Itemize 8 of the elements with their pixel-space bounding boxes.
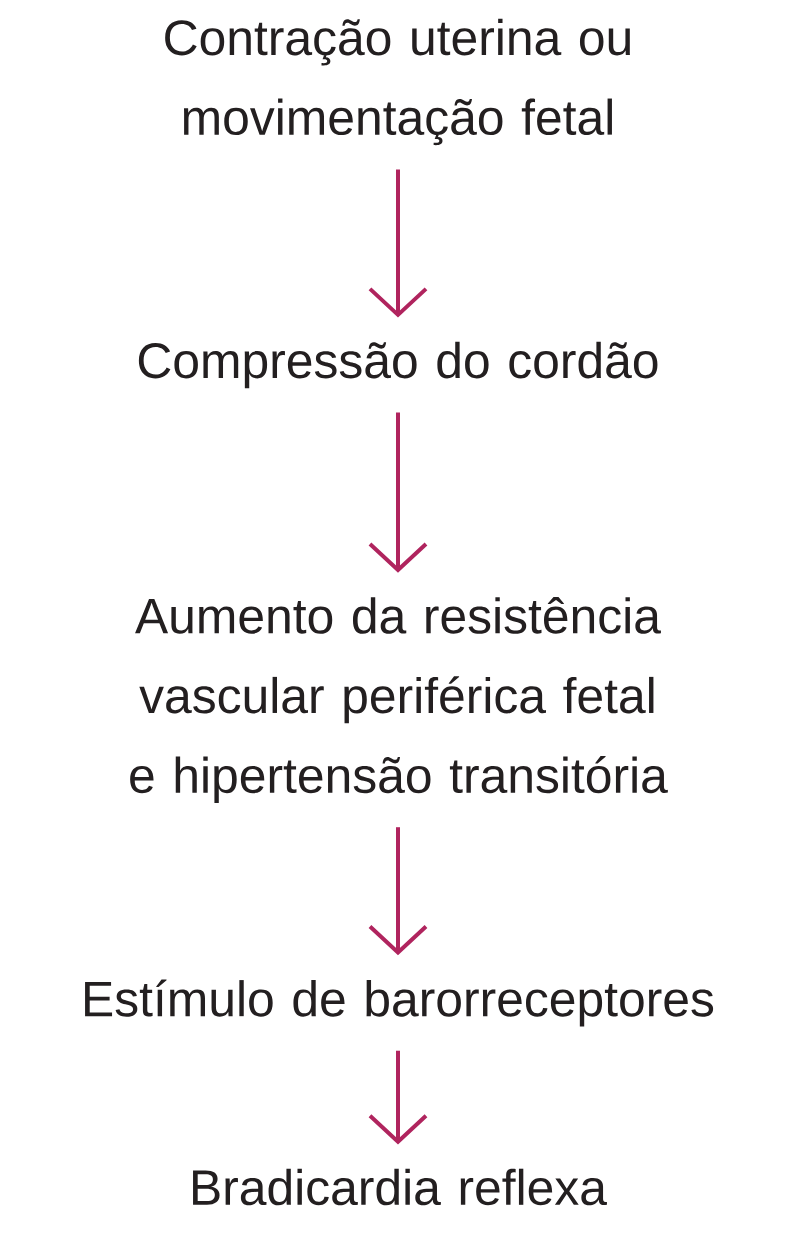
arrow: [368, 412, 428, 573]
arrow: [368, 169, 428, 318]
step-text: Aumento da resistência vascular periférica fetal e hipertensão transitória: [130, 597, 668, 803]
step-text: Contração uterina ou movimentação fetal: [165, 18, 630, 146]
step-text: Bradicardia reflexa: [193, 1168, 607, 1206]
arrow: [368, 827, 428, 956]
step-text: Estímulo de barorreceptores: [85, 979, 714, 1027]
step-text: Compressão do cordão: [138, 341, 658, 389]
